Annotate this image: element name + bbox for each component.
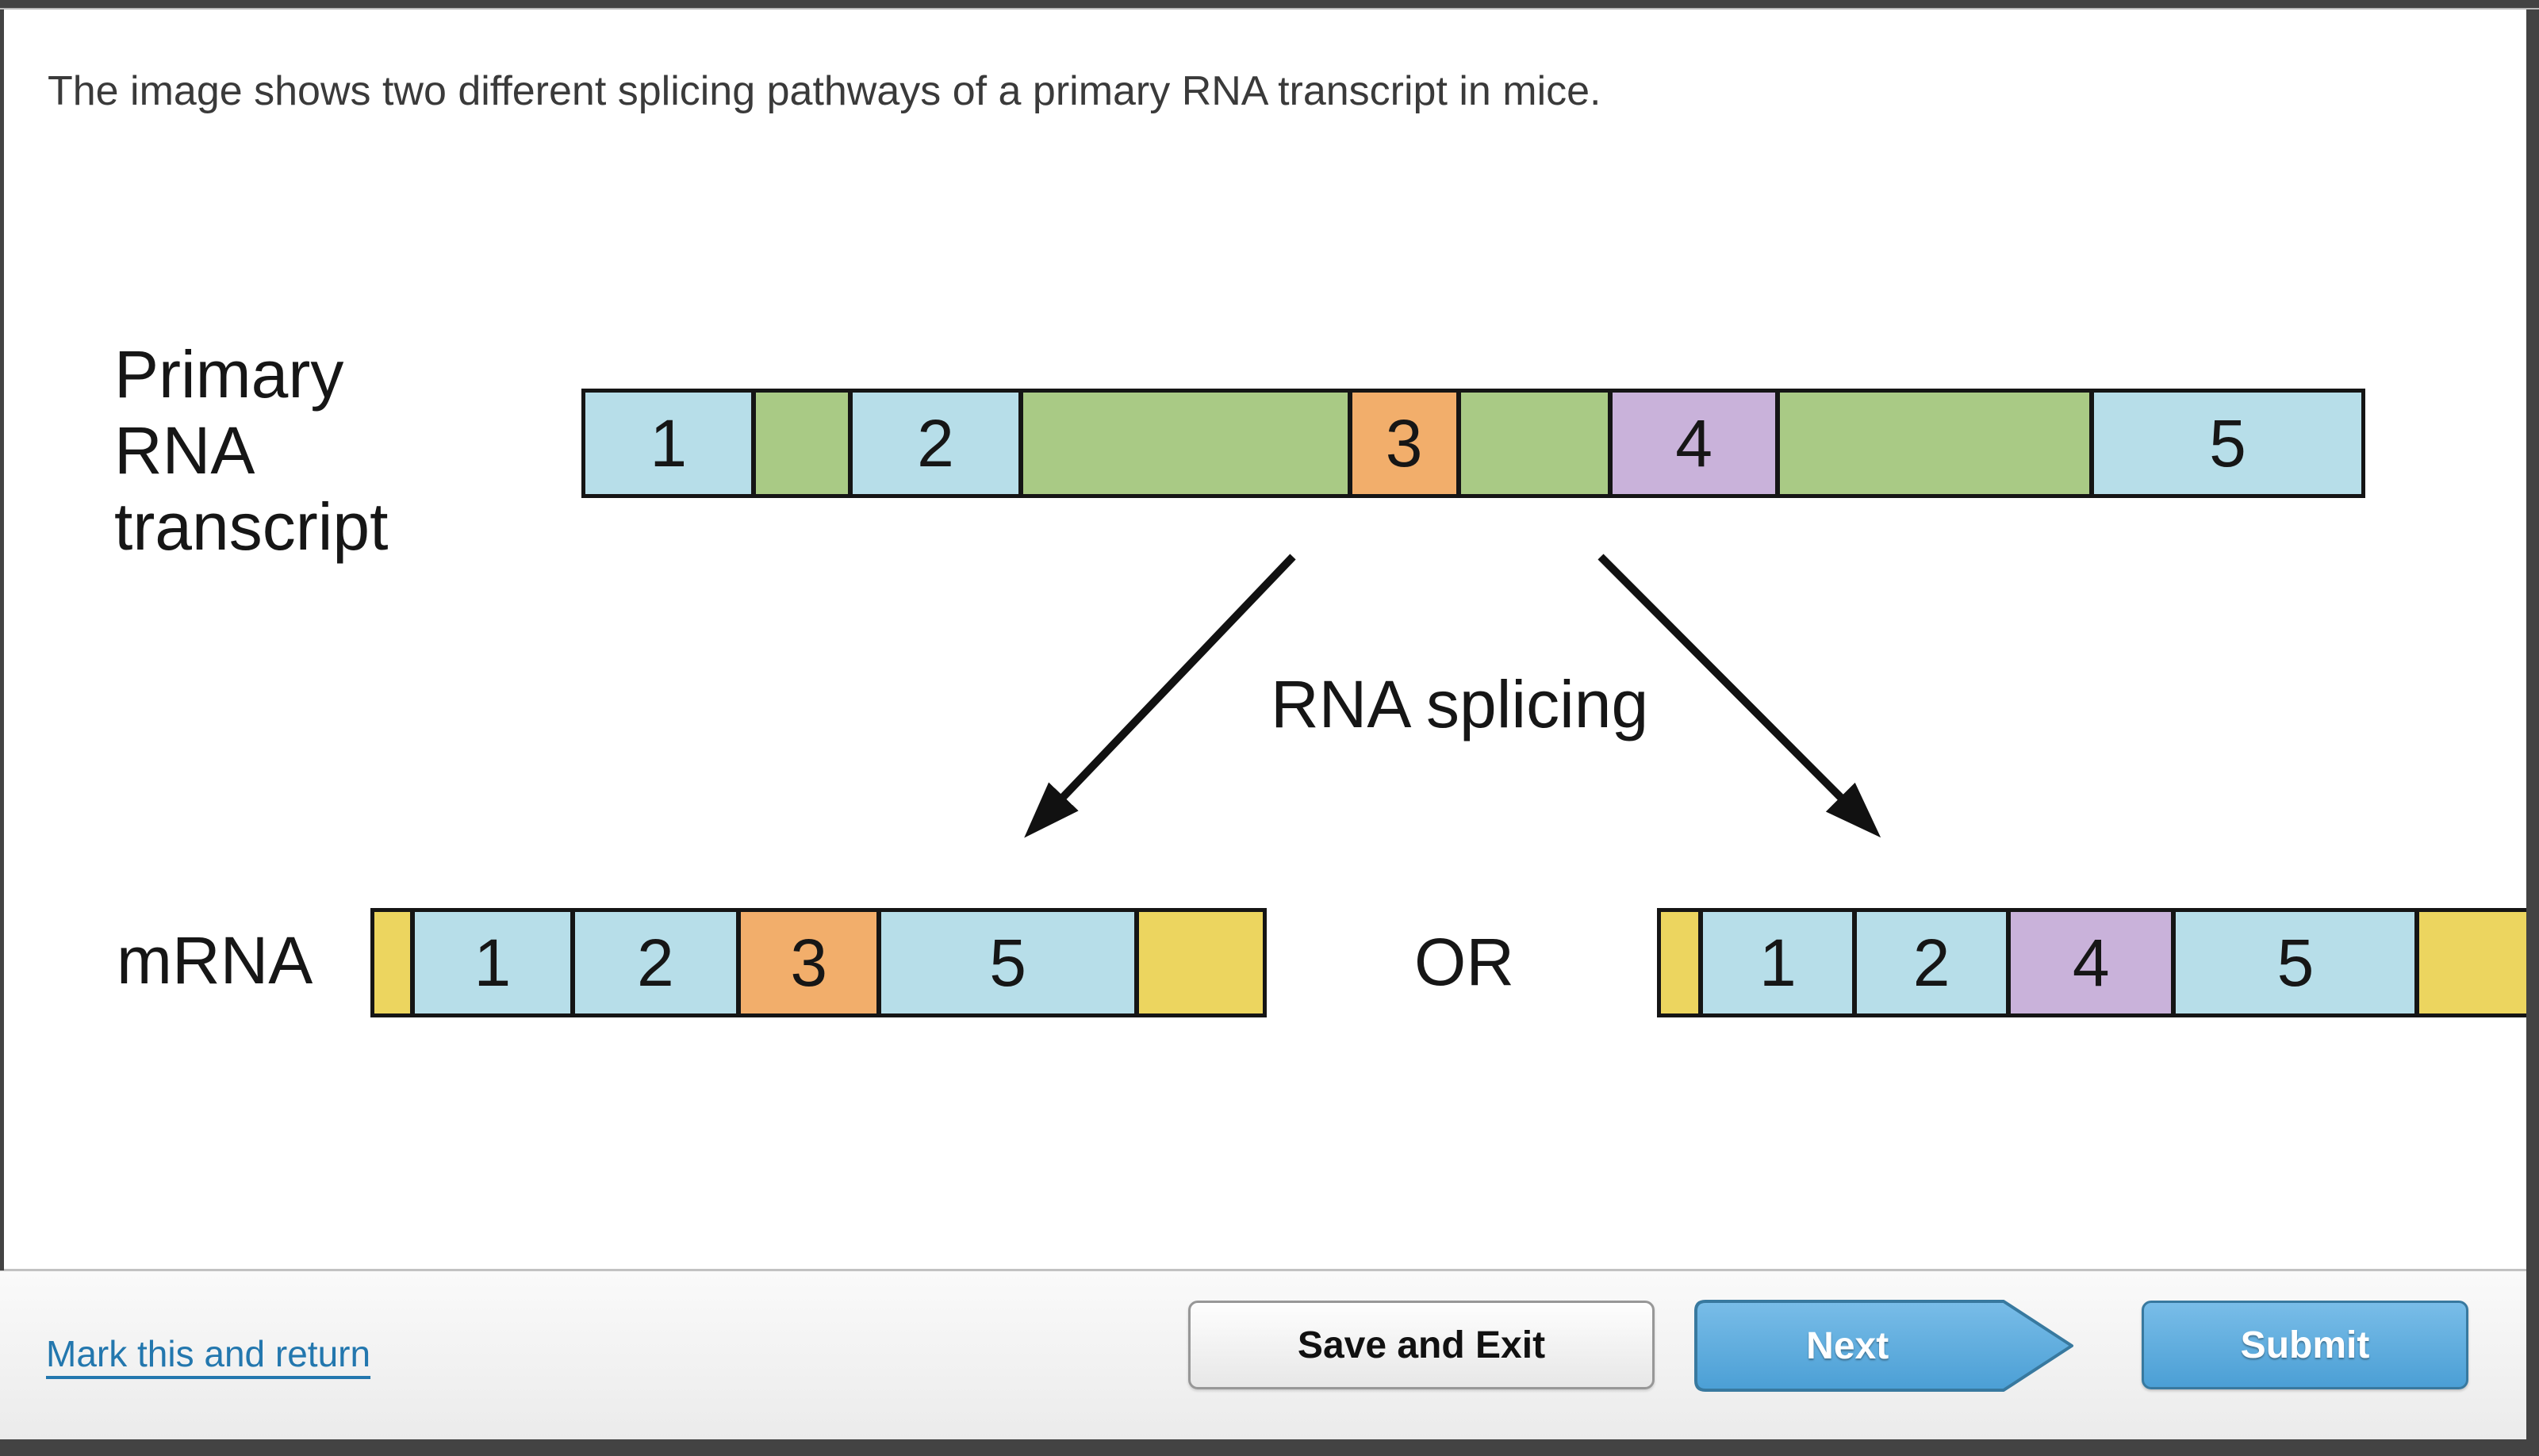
segment-number: 2 — [917, 405, 954, 481]
save-and-exit-button[interactable]: Save and Exit — [1188, 1301, 1655, 1389]
rna-segment-exon-1: 1 — [585, 393, 752, 494]
bottom-frame-bar — [0, 1439, 2539, 1456]
rna-segment-exon-1: 1 — [409, 912, 570, 1013]
rna-segment-yellow — [374, 912, 410, 1013]
rna-segment-yellow — [1133, 912, 1263, 1013]
question-text: The image shows two different splicing p… — [48, 68, 1601, 114]
segment-number: 2 — [637, 925, 674, 1000]
primary-label-line: transcript — [114, 489, 389, 564]
top-frame-bar — [0, 0, 2539, 10]
rna-segment-exon-5: 5 — [2088, 393, 2361, 494]
rna-segment-exon-4: 4 — [2006, 912, 2172, 1013]
rna-segment-green — [751, 393, 848, 494]
rna-segment-exon-4: 4 — [1608, 393, 1775, 494]
segment-number: 4 — [1675, 405, 1712, 481]
rna-segment-exon-3: 3 — [735, 912, 877, 1013]
next-button-label: Next — [1806, 1324, 1889, 1367]
rna-segment-exon-2: 2 — [570, 912, 736, 1013]
rna-segment-yellow — [1661, 912, 1699, 1013]
rna-segment-exon-3: 3 — [1347, 393, 1456, 494]
next-arrow-shape — [1694, 1300, 2073, 1392]
next-button[interactable]: Next — [1693, 1299, 2075, 1393]
segment-number: 3 — [1385, 405, 1423, 481]
left-frame-strip — [0, 8, 4, 1270]
segment-number: 5 — [2276, 925, 2315, 1000]
rna-segment-green — [1774, 393, 2089, 494]
submit-button[interactable]: Submit — [2142, 1301, 2468, 1389]
primary-label-line: RNA — [114, 413, 255, 488]
segment-number: 1 — [1759, 925, 1797, 1000]
segment-number: 2 — [1912, 925, 1950, 1000]
segment-number: 5 — [2209, 405, 2246, 481]
rna-segment-exon-5: 5 — [876, 912, 1134, 1013]
mrna-label: mRNA — [117, 923, 313, 998]
rna-segment-exon-2: 2 — [1852, 912, 2007, 1013]
rna-segment-yellow — [2414, 912, 2527, 1013]
mrna-bar-right: 1 2 4 5 — [1657, 908, 2527, 1017]
or-label: OR — [1414, 925, 1514, 999]
mark-this-and-return-link[interactable]: Mark this and return — [46, 1333, 371, 1374]
primary-rna-transcript-label: Primary RNA transcript — [114, 336, 388, 565]
segment-number: 1 — [474, 925, 512, 1000]
primary-rna-transcript-bar: 1 2 3 4 5 — [581, 389, 2365, 498]
rna-segment-exon-2: 2 — [847, 393, 1019, 494]
segment-number: 5 — [989, 925, 1026, 1000]
mrna-bar-left: 1 2 3 5 — [370, 908, 1267, 1017]
segment-number: 1 — [650, 405, 688, 481]
left-splice-arrow — [1024, 554, 1296, 838]
rna-segment-exon-5: 5 — [2171, 912, 2415, 1013]
segment-number: 3 — [790, 925, 828, 1000]
primary-label-line: Primary — [114, 337, 344, 412]
right-scrollbar-strip[interactable] — [2526, 0, 2539, 1456]
rna-segment-green — [1456, 393, 1609, 494]
segment-number: 4 — [2072, 925, 2110, 1000]
rna-segment-green — [1018, 393, 1348, 494]
rna-splicing-label: RNA splicing — [1271, 667, 1649, 741]
rna-segment-exon-1: 1 — [1698, 912, 1853, 1013]
